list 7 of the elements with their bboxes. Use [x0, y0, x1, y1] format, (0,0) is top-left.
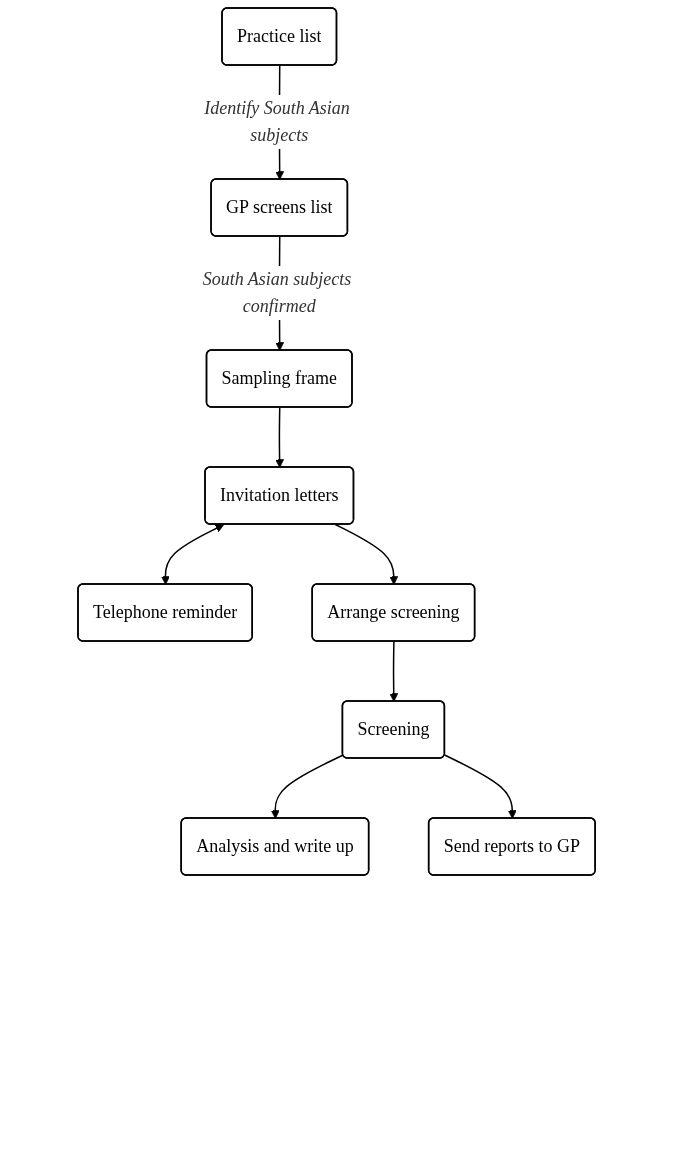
arrow: [389, 640, 399, 702]
edge-label: Identify South Asian subjects: [204, 98, 351, 145]
arrow: [161, 524, 225, 585]
arrow: [335, 523, 399, 585]
arrow: [444, 754, 518, 819]
edge-label: South Asian subjects confirmed: [203, 268, 352, 316]
arrow: [275, 406, 285, 468]
